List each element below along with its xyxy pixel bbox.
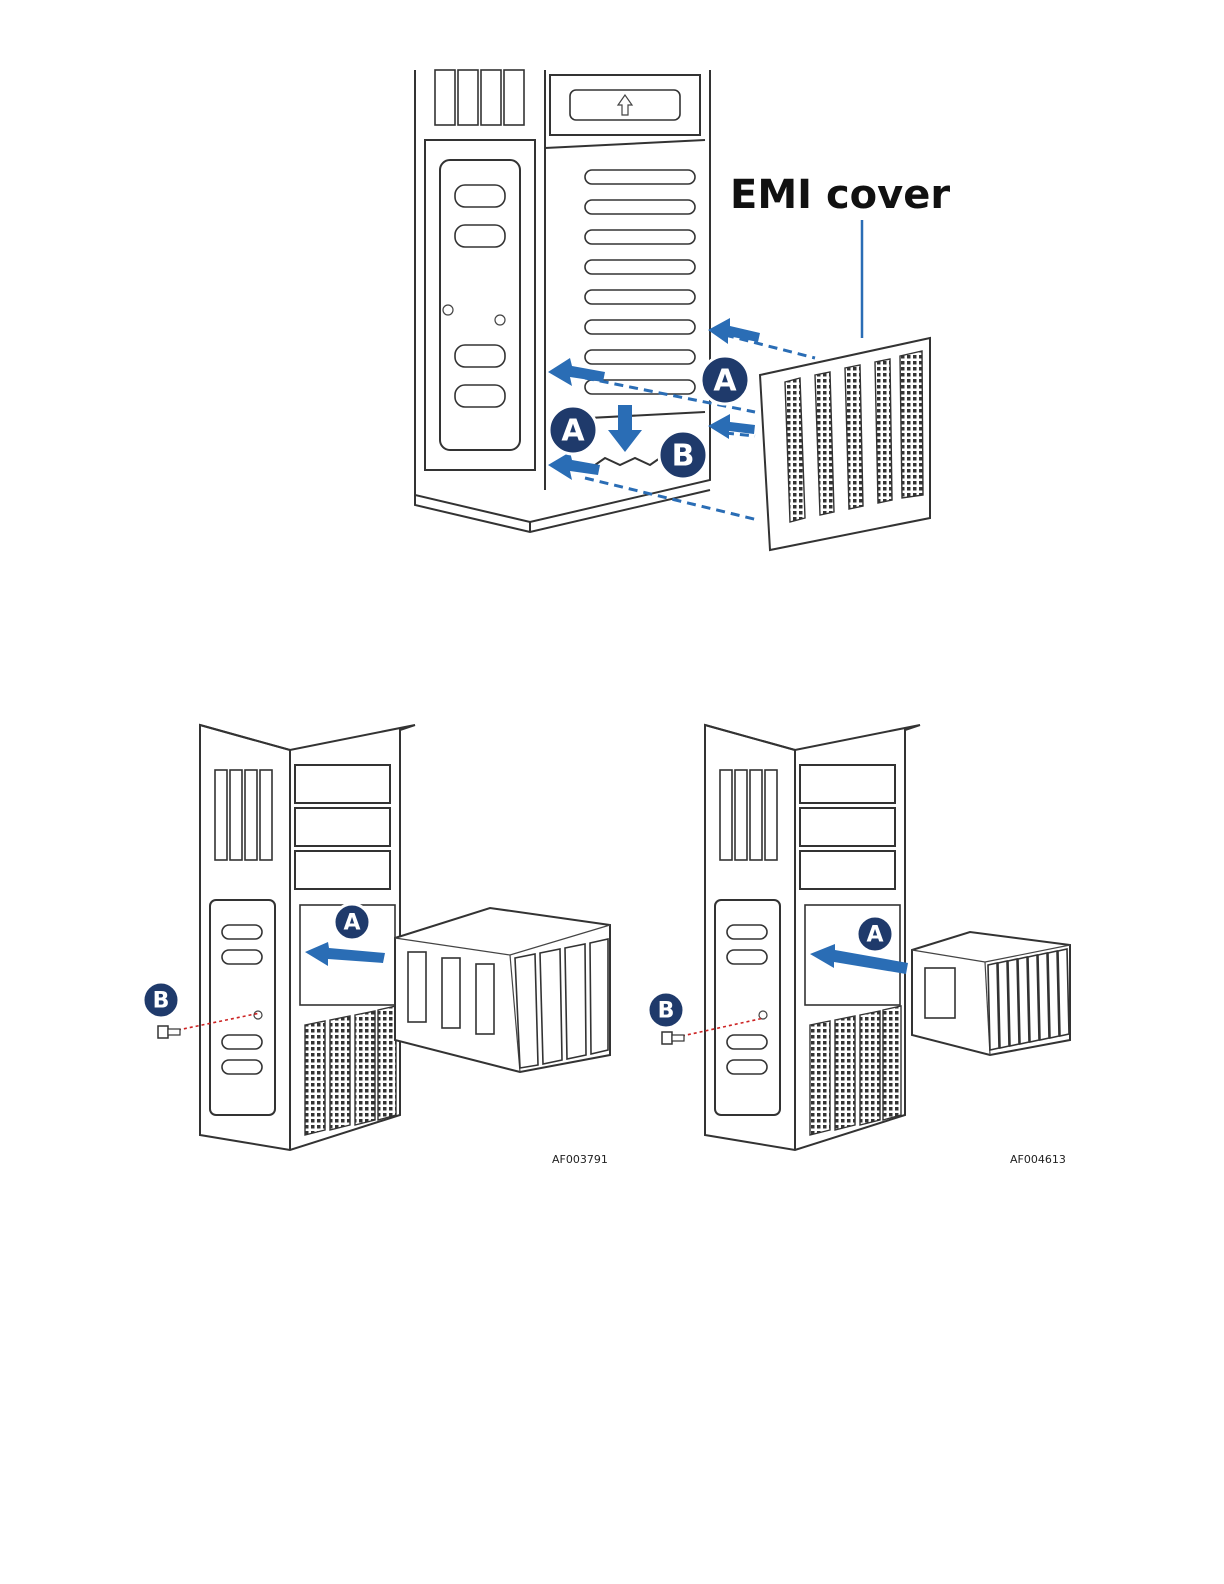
drive-cage-8bay-diagram: A B AF004613: [630, 710, 1090, 1170]
badge-a-lower: A: [549, 406, 597, 454]
badge-a: A: [857, 916, 893, 952]
drive-cage-4bay: [395, 908, 610, 1072]
figure-code: AF004613: [1010, 1153, 1066, 1166]
svg-text:A: A: [866, 923, 883, 948]
badge-b: B: [143, 982, 179, 1018]
screw-icon: [158, 1026, 180, 1038]
screw-icon: [662, 1032, 684, 1044]
svg-text:A: A: [713, 364, 737, 399]
emi-cover-diagram: EMI cover A A B: [360, 60, 980, 560]
badge-a-upper: A: [701, 356, 749, 404]
chassis-left: [200, 725, 415, 1150]
badge-a: A: [334, 904, 370, 940]
badge-b: B: [648, 992, 684, 1028]
svg-text:B: B: [153, 989, 170, 1014]
badge-b: B: [659, 431, 707, 479]
emi-cover-panel: [760, 338, 930, 550]
svg-text:B: B: [672, 439, 695, 474]
svg-text:A: A: [561, 414, 585, 449]
drive-cage-4bay-diagram: A B AF003791: [130, 710, 630, 1170]
figure-code: AF003791: [552, 1153, 608, 1166]
emi-cover-label: EMI cover: [730, 172, 950, 218]
svg-text:A: A: [343, 911, 360, 936]
drive-cage-8bay: [912, 932, 1070, 1055]
svg-text:B: B: [658, 999, 675, 1024]
